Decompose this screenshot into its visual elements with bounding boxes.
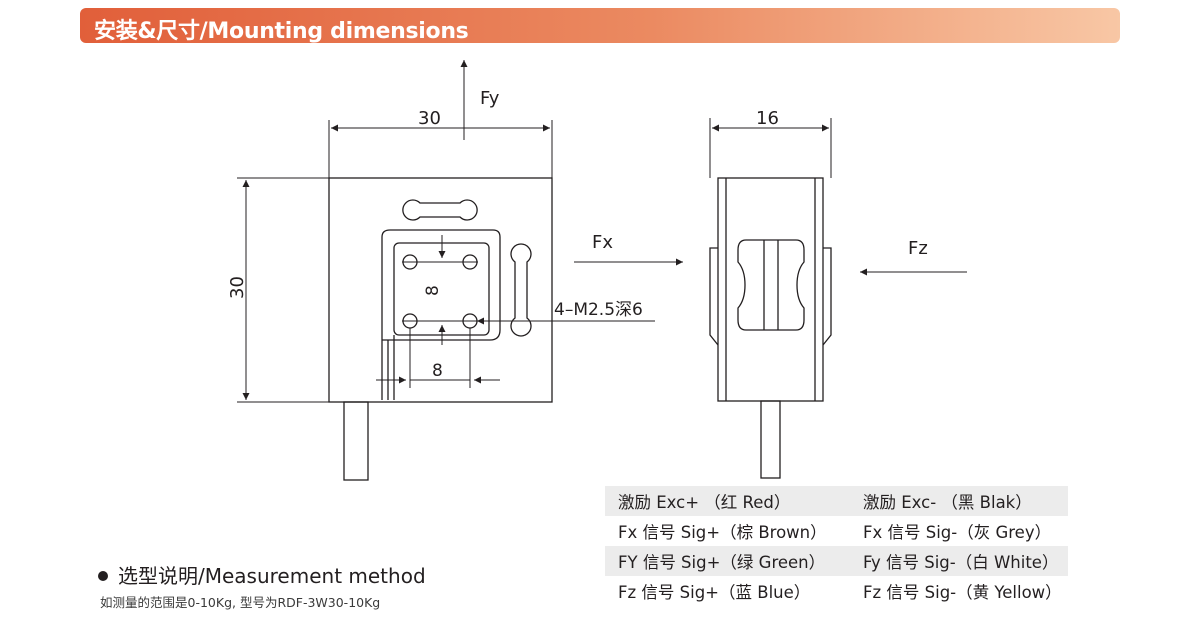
selection-heading: 选型说明/Measurement method	[98, 560, 426, 589]
side-width-label: 16	[756, 108, 779, 129]
side-cable	[760, 400, 781, 479]
table-row: FY 信号 Sig+（绿 Green） Fy 信号 Sig-（白 White）	[605, 546, 1068, 576]
selection-description: 如测量的范围是0-10Kg, 型号为RDF-3W30-10Kg	[100, 595, 381, 610]
header-banner: 安装&尺寸/Mounting dimensions	[80, 8, 1120, 44]
right-dumbbell-slot	[510, 243, 532, 337]
hole-spacing-horizontal-label: 8	[432, 361, 443, 381]
page-title: 安装&尺寸/Mounting dimensions	[94, 19, 469, 44]
side-dimensions	[574, 118, 967, 276]
front-view	[328, 177, 553, 481]
thread-callout-label: 4–M2.5深6	[554, 300, 643, 320]
bullet-icon	[98, 570, 108, 581]
wire-cell: Fz 信号 Sig-（黄 Yellow）	[863, 583, 1062, 602]
wire-cell: Fz 信号 Sig+（蓝 Blue）	[618, 583, 811, 602]
front-cable	[343, 401, 369, 481]
front-width-label: 30	[418, 108, 441, 129]
front-dimensions	[237, 60, 655, 403]
force-fz-label: Fz	[908, 238, 928, 259]
force-fy-label: Fy	[480, 88, 500, 109]
top-dumbbell-slot	[402, 199, 478, 221]
wire-cell: Fy 信号 Sig-（白 White）	[850, 546, 1068, 576]
wire-cell: 激励 Exc- （黑 Blak）	[850, 486, 1068, 516]
front-body-outline	[328, 177, 553, 403]
side-right-flange	[822, 247, 832, 346]
side-view	[709, 177, 832, 479]
table-row: 激励 Exc+ （红 Red） 激励 Exc- （黑 Blak）	[605, 486, 1068, 516]
table-row: Fx 信号 Sig+（棕 Brown） Fx 信号 Sig-（灰 Grey）	[605, 516, 1068, 546]
side-center-cut	[737, 239, 805, 331]
side-left-flange	[709, 247, 719, 346]
outer-pocket	[381, 229, 501, 400]
side-body-outline	[717, 177, 824, 402]
wiring-table: 激励 Exc+ （红 Red） 激励 Exc- （黑 Blak） Fx 信号 S…	[605, 486, 1068, 606]
wire-cell: Fx 信号 Sig+（棕 Brown）	[618, 523, 827, 542]
hole-spacing-vertical-label: 8	[423, 285, 443, 296]
wire-cell: 激励 Exc+ （红 Red）	[605, 486, 850, 516]
selection-heading-text: 选型说明/Measurement method	[118, 564, 426, 588]
table-row: Fz 信号 Sig+（蓝 Blue） Fz 信号 Sig-（黄 Yellow）	[605, 576, 1068, 606]
wire-cell: FY 信号 Sig+（绿 Green）	[605, 546, 850, 576]
wire-cell: Fx 信号 Sig-（灰 Grey）	[863, 523, 1052, 542]
front-height-label: 30	[227, 276, 248, 299]
force-fx-label: Fx	[592, 232, 613, 253]
